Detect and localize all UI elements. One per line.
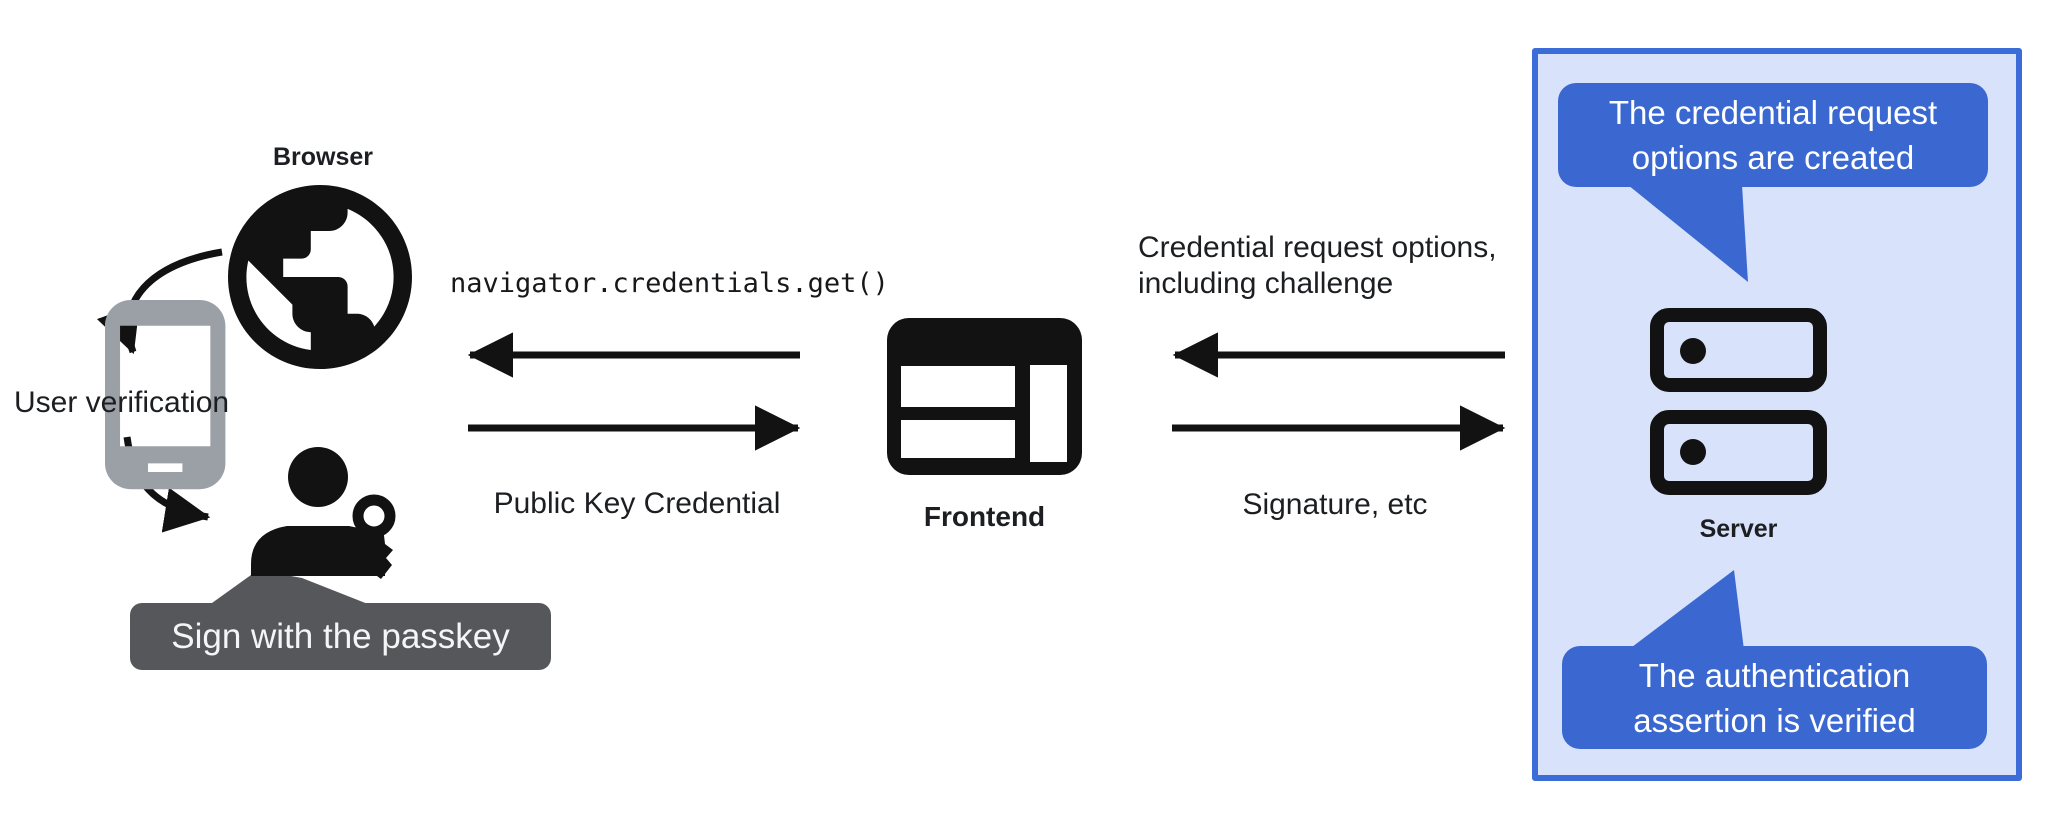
callout-assertion-verified: The authentication assertion is verified [1562,646,1987,749]
smartphone-icon [105,300,226,490]
server-node-label: Server [1699,515,1778,543]
tooltip-tail [205,570,378,608]
sign-with-passkey-tooltip: Sign with the passkey [130,603,551,670]
callout-top-tail [1628,185,1748,282]
signature-etc-label: Signature, etc [1242,488,1428,521]
key-icon [352,494,396,579]
public-key-credential-label: Public Key Credential [493,487,781,520]
callout-credential-request-created: The credential request options are creat… [1558,83,1988,187]
user-icon [251,447,385,576]
globe-icon [228,185,412,369]
curved-arrow-browser-to-phone-icon [96,248,223,355]
navigator-credentials-get-label: navigator.credentials.get() [450,268,889,299]
credential-request-options-label: Credential request options, including ch… [1138,231,1497,300]
callout-bottom-tail [1628,570,1744,650]
frontend-node-label: Frontend [923,501,1046,532]
server-icon [1650,308,1827,495]
browser-window-icon [887,318,1082,475]
user-verification-label: User verification [14,386,230,419]
browser-node-label: Browser [272,143,374,171]
